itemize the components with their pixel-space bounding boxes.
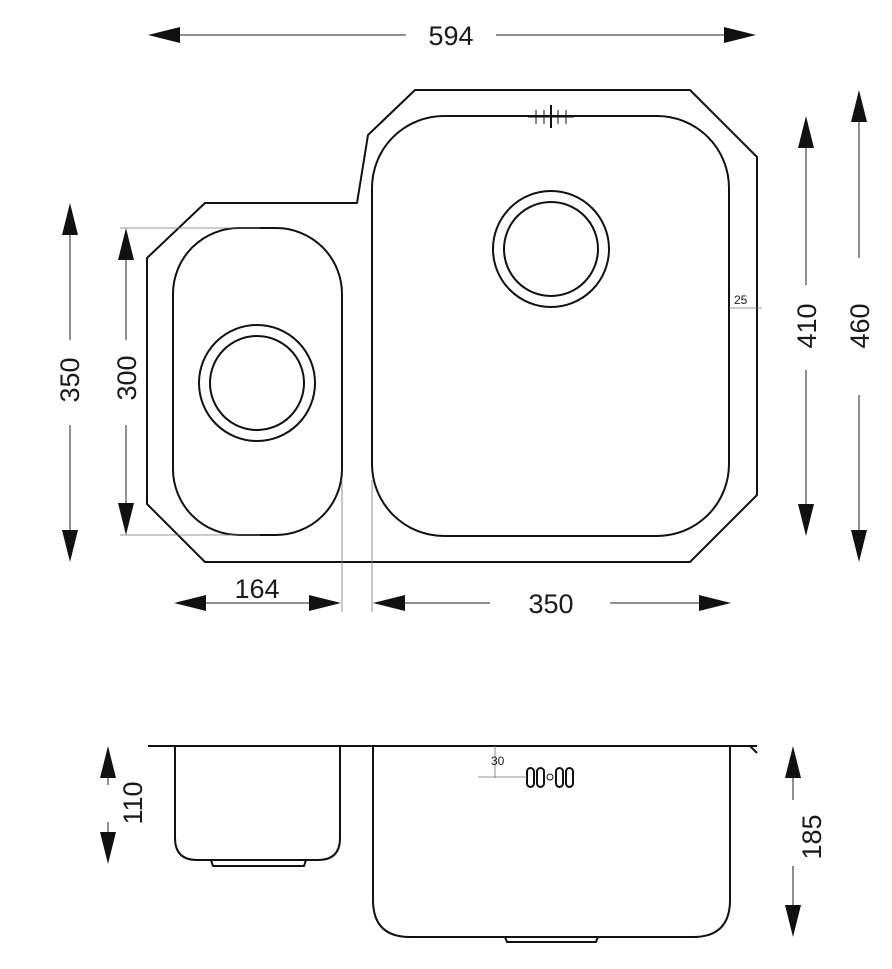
section-view: 30 (148, 745, 758, 943)
large-bowl-depth-dimension: 185 (785, 746, 827, 937)
side-margin-label: 25 (734, 293, 748, 307)
left-height-dimension: 350 (55, 203, 85, 562)
sink-outer-outline (146, 89, 758, 563)
small-bowl-length-label: 300 (112, 355, 142, 400)
overall-width-dimension: 594 (148, 21, 756, 51)
large-bowl-section (372, 746, 731, 938)
large-bowl-width-dimension: 350 (373, 589, 731, 619)
small-bowl-drain-icon (198, 324, 316, 442)
small-bowl-length-dimension: 300 (112, 228, 142, 535)
small-bowl-depth-dimension: 110 (100, 746, 148, 864)
left-height-label: 350 (55, 357, 85, 402)
plan-view: 25 (120, 89, 762, 612)
small-bowl-width-label: 164 (234, 574, 279, 604)
small-bowl-section (174, 746, 341, 861)
large-bowl-outline (371, 115, 730, 537)
overall-width-label: 594 (428, 21, 473, 51)
large-bowl-width-label: 350 (528, 589, 573, 619)
overall-depth-label: 460 (845, 303, 875, 348)
large-bowl-depth-label: 185 (797, 814, 827, 859)
overflow-icon (528, 105, 574, 128)
large-bowl-drain-icon (492, 190, 610, 308)
large-bowl-length-label: 410 (792, 303, 822, 348)
overall-depth-dimension: 460 (845, 90, 875, 562)
small-bowl-width-dimension: 164 (174, 574, 341, 611)
large-bowl-length-dimension: 410 (792, 116, 822, 536)
overflow-slot-icon (526, 767, 574, 788)
small-bowl-depth-label: 110 (118, 781, 148, 824)
tap-offset-label: 30 (491, 754, 505, 768)
